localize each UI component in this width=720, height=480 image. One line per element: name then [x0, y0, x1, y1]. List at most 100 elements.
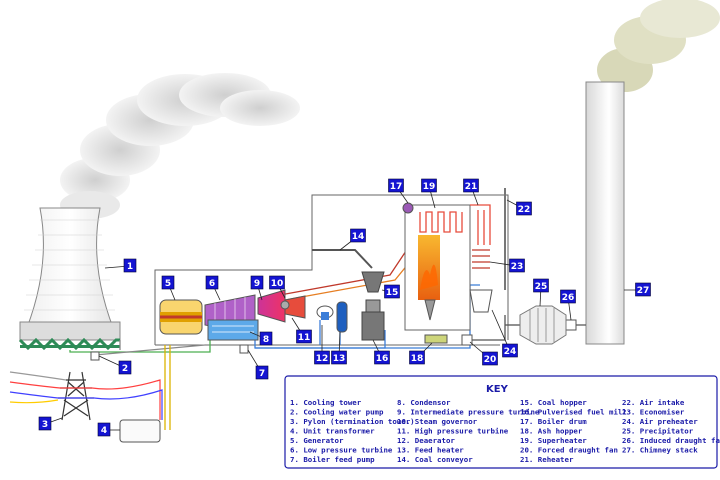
reheater [470, 204, 491, 245]
pulverised-fuel-mill [361, 299, 385, 341]
callout-12: 12 [314, 325, 330, 365]
key-item: 9. Intermediate pressure turbine [397, 408, 540, 417]
callout-badge [482, 351, 498, 366]
key-item: 16. Pulverised fuel mill [520, 408, 627, 417]
key-item: 5. Generator [290, 436, 344, 445]
callout-number: 26 [562, 293, 575, 303]
callout-number: 7 [259, 369, 265, 379]
boiler [404, 204, 471, 331]
key-item: 18. Ash hopper [520, 427, 583, 436]
callout-badge [421, 178, 437, 193]
callout-8: 8 [249, 331, 273, 346]
callout-badge [463, 178, 479, 193]
callout-badge [388, 178, 404, 193]
key-item: 13. Feed heater [397, 446, 464, 455]
callout-badge [509, 258, 525, 273]
key-item: 6. Low pressure turbine [290, 446, 393, 455]
cooling-tower [18, 207, 121, 351]
key-item: 23. Economiser [622, 408, 685, 417]
superheater [419, 211, 463, 233]
key-item: 3. Pylon (termination tower) [290, 417, 415, 426]
key-item: 26. Induced draught fan [622, 436, 720, 445]
callout-number: 9 [254, 279, 260, 289]
callout-number: 4 [101, 426, 107, 436]
key-item: 14. Coal conveyor [397, 455, 473, 464]
callout-number: 16 [376, 354, 389, 364]
callout-number: 11 [298, 333, 311, 343]
economiser [472, 249, 490, 269]
callout-number: 25 [535, 282, 548, 292]
callout-number: 20 [484, 355, 497, 365]
callout-badge [296, 329, 312, 344]
callout-number: 13 [333, 354, 346, 364]
callout-badge [259, 331, 273, 346]
callout-badge [97, 422, 111, 437]
key-item: 10. Steam governor [397, 417, 478, 426]
callout-number: 12 [316, 354, 329, 364]
air-preheater [469, 289, 493, 313]
forced-draught-fan [461, 334, 473, 346]
callout-number: 10 [271, 279, 284, 289]
callout-9: 9 [250, 275, 264, 301]
coal-hopper [361, 271, 385, 293]
cooling-water-pump [90, 351, 100, 361]
callout-27: 27 [624, 282, 651, 297]
key-item: 24. Air preheater [622, 417, 698, 426]
callout-number: 15 [386, 288, 399, 298]
callout-number: 19 [423, 182, 436, 192]
callout-number: 18 [411, 354, 424, 364]
chimney-stack [585, 81, 625, 345]
callout-22: 22 [506, 199, 532, 216]
callout-badge [38, 416, 52, 431]
callout-number: 5 [165, 279, 171, 289]
callout-badge [560, 289, 576, 304]
callout-number: 24 [504, 347, 517, 357]
power-lines [9, 371, 163, 420]
key-item: 11. High pressure turbine [397, 427, 509, 436]
steam-governor [280, 300, 290, 310]
key-item: 2. Cooling water pump [290, 408, 384, 417]
callout-number: 23 [511, 262, 524, 272]
callout-badge [331, 350, 347, 365]
callout-25: 25 [533, 278, 549, 307]
callout-5: 5 [161, 275, 176, 301]
callout-badge [123, 258, 137, 273]
feed-heater [336, 301, 348, 333]
callout-number: 2 [122, 364, 128, 374]
callout-24: 24 [491, 309, 518, 358]
callout-badge [374, 350, 390, 365]
callout-13: 13 [331, 331, 347, 365]
callout-number: 6 [209, 279, 215, 289]
key-item: 4. Unit transformer [290, 427, 375, 436]
callout-number: 21 [465, 182, 478, 192]
deaerator [316, 305, 334, 320]
callout-number: 22 [518, 205, 531, 215]
generator [159, 299, 203, 335]
callout-6: 6 [205, 275, 221, 301]
key-item: 1. Cooling tower [290, 398, 362, 407]
ash-hopper [424, 334, 448, 344]
key-item: 8. Condensor [397, 398, 451, 407]
callout-19: 19 [421, 178, 437, 209]
callout-number: 14 [352, 232, 365, 242]
callout-23: 23 [489, 258, 525, 273]
precipitator [519, 305, 567, 345]
callout-21: 21 [463, 178, 479, 206]
cooling-tower-plume [60, 73, 300, 219]
callout-badge [635, 282, 651, 297]
callout-7: 7 [247, 349, 269, 380]
callout-badge [384, 284, 400, 299]
key-item: 7. Boiler feed pump [290, 455, 375, 464]
intermediate-pressure-turbine [257, 289, 286, 323]
chimney-plume [597, 0, 720, 92]
callout-2: 2 [98, 355, 132, 375]
unit-transformer [119, 419, 161, 443]
key-item: 22. Air intake [622, 398, 685, 407]
key-item: 20. Forced draught fan [520, 446, 618, 455]
callout-badge [255, 365, 269, 380]
callout-badge [350, 228, 366, 243]
callout-3: 3 [38, 416, 63, 431]
